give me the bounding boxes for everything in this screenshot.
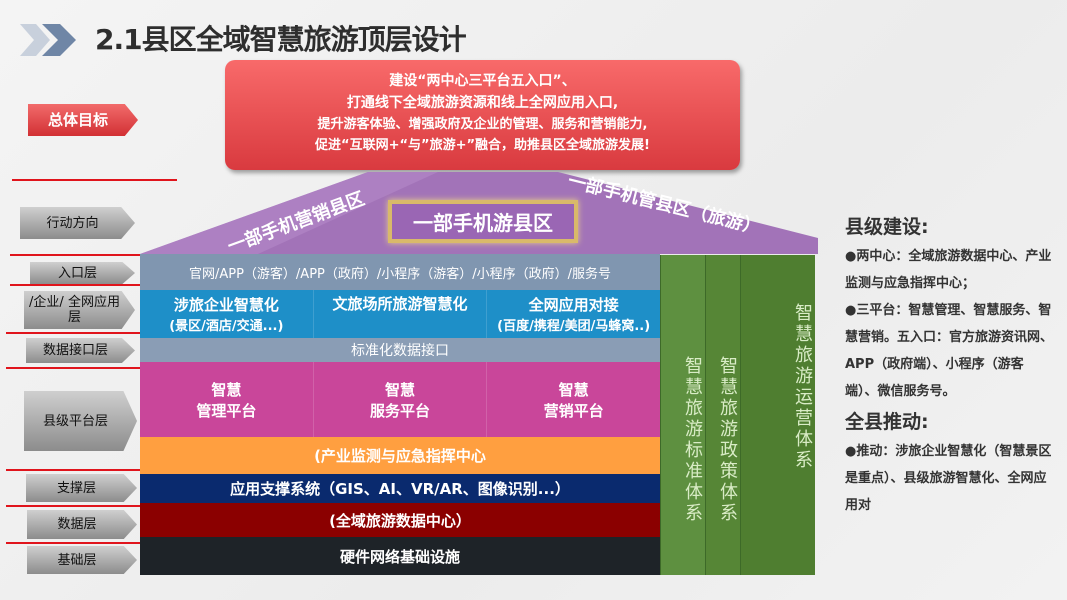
divider	[6, 542, 140, 544]
platform-text: 服务平台	[370, 401, 431, 420]
infra-layer: 硬件网络基础设施	[140, 537, 660, 575]
data-layer: (全域旅游数据中心）	[140, 503, 660, 537]
goal-line: 促进“互联网+“与”旅游+”融合，助推县区全域旅游发展!	[315, 138, 650, 153]
app-layer: 涉旅企业智慧化 (景区/酒店/交通...) 文旅场所旅游智慧化 全网应用对接 (百度…	[140, 290, 660, 338]
column-operation: 智慧旅游运营体系	[740, 255, 815, 575]
side-heading: 全县推动:	[845, 411, 929, 433]
divider	[10, 254, 140, 256]
layer-label: 入口层	[30, 262, 135, 284]
goal-line: 提升游客体验、增强政府及企业的管理、服务和营销能力,	[317, 117, 648, 132]
platform-layer: 智慧管理平台 智慧服务平台 智慧营销平台	[140, 362, 660, 437]
page-title: 2.1县区全域智慧旅游顶层设计	[95, 23, 467, 56]
support-layer: 应用支撑系统（GIS、AI、VR/AR、图像识别...）	[140, 474, 660, 503]
entry-layer: 官网/APP（游客）/APP（政府）/小程序（游客）/小程序（政府）/服务号	[140, 254, 660, 290]
goal-box: 建设“两中心三平台五入口”、 打通线下全域旅游资源和线上全网应用入口, 提升游客…	[225, 60, 740, 170]
goal-label: 总体目标	[28, 104, 138, 136]
divider	[10, 284, 140, 286]
app-title: 全网应用对接	[528, 296, 619, 314]
side-text: ●三平台：智慧管理、智慧服务、智慧营销。五入口：官方旅游资讯网、APP（政府端）…	[845, 303, 1054, 399]
goal-line: 建设“两中心三平台五入口”、	[389, 73, 576, 89]
divider	[6, 367, 140, 369]
app-cell: 涉旅企业智慧化 (景区/酒店/交通...)	[140, 290, 314, 338]
chevron-right-icon	[20, 24, 76, 56]
app-title: 文旅场所旅游智慧化	[332, 295, 468, 313]
layer-label: 支撑层	[26, 474, 137, 502]
column-standard: 智慧旅游标准体系	[660, 255, 705, 575]
platform-text: 智慧	[558, 380, 589, 399]
platform-text: 智慧	[385, 380, 416, 399]
platform-text: 营销平台	[543, 401, 604, 420]
app-cell: 文旅场所旅游智慧化	[314, 290, 488, 338]
side-heading: 县级建设:	[845, 216, 929, 238]
app-cell: 全网应用对接 (百度/携程/美团/马蜂窝..)	[487, 290, 660, 338]
monitor-layer: (产业监测与应急指挥中心	[140, 437, 660, 474]
layer-label: 基础层	[27, 546, 137, 574]
app-title: 涉旅企业智慧化	[173, 296, 279, 314]
divider	[6, 469, 140, 471]
platform-text: 管理平台	[196, 401, 257, 420]
system-columns: 智慧旅游标准体系 智慧旅游政策体系 智慧旅游运营体系	[660, 255, 815, 575]
side-text: ●两中心：全域旅游数据中心、产业监测与应急指挥中心；	[845, 249, 1052, 291]
app-sub: (百度/携程/美团/马蜂窝..)	[497, 319, 651, 334]
platform-cell: 智慧营销平台	[487, 362, 660, 437]
center-slogan: 一部手机游县区	[388, 200, 578, 243]
side-text: ●推动：涉旅企业智慧化（智慧景区是重点）、县级旅游智慧化、全网应用对	[845, 444, 1052, 513]
interface-layer: 标准化数据接口	[140, 338, 660, 362]
layer-label: 县级平台层	[24, 391, 137, 451]
layer-label: /企业/ 全网应用层	[24, 291, 135, 329]
platform-text: 智慧	[211, 380, 242, 399]
column-policy: 智慧旅游政策体系	[705, 255, 740, 575]
layer-label: 行动方向	[20, 207, 135, 239]
layer-label: 数据接口层	[26, 338, 135, 363]
divider	[6, 332, 140, 334]
divider	[12, 179, 177, 181]
app-sub: (景区/酒店/交通...)	[169, 319, 284, 334]
divider	[6, 505, 140, 507]
platform-cell: 智慧服务平台	[314, 362, 488, 437]
goal-line: 打通线下全域旅游资源和线上全网应用入口,	[346, 95, 619, 111]
side-notes: 县级建设: ●两中心：全域旅游数据中心、产业监测与应急指挥中心； ●三平台：智慧…	[845, 210, 1055, 519]
layer-label: 数据层	[27, 510, 137, 539]
platform-cell: 智慧管理平台	[140, 362, 314, 437]
